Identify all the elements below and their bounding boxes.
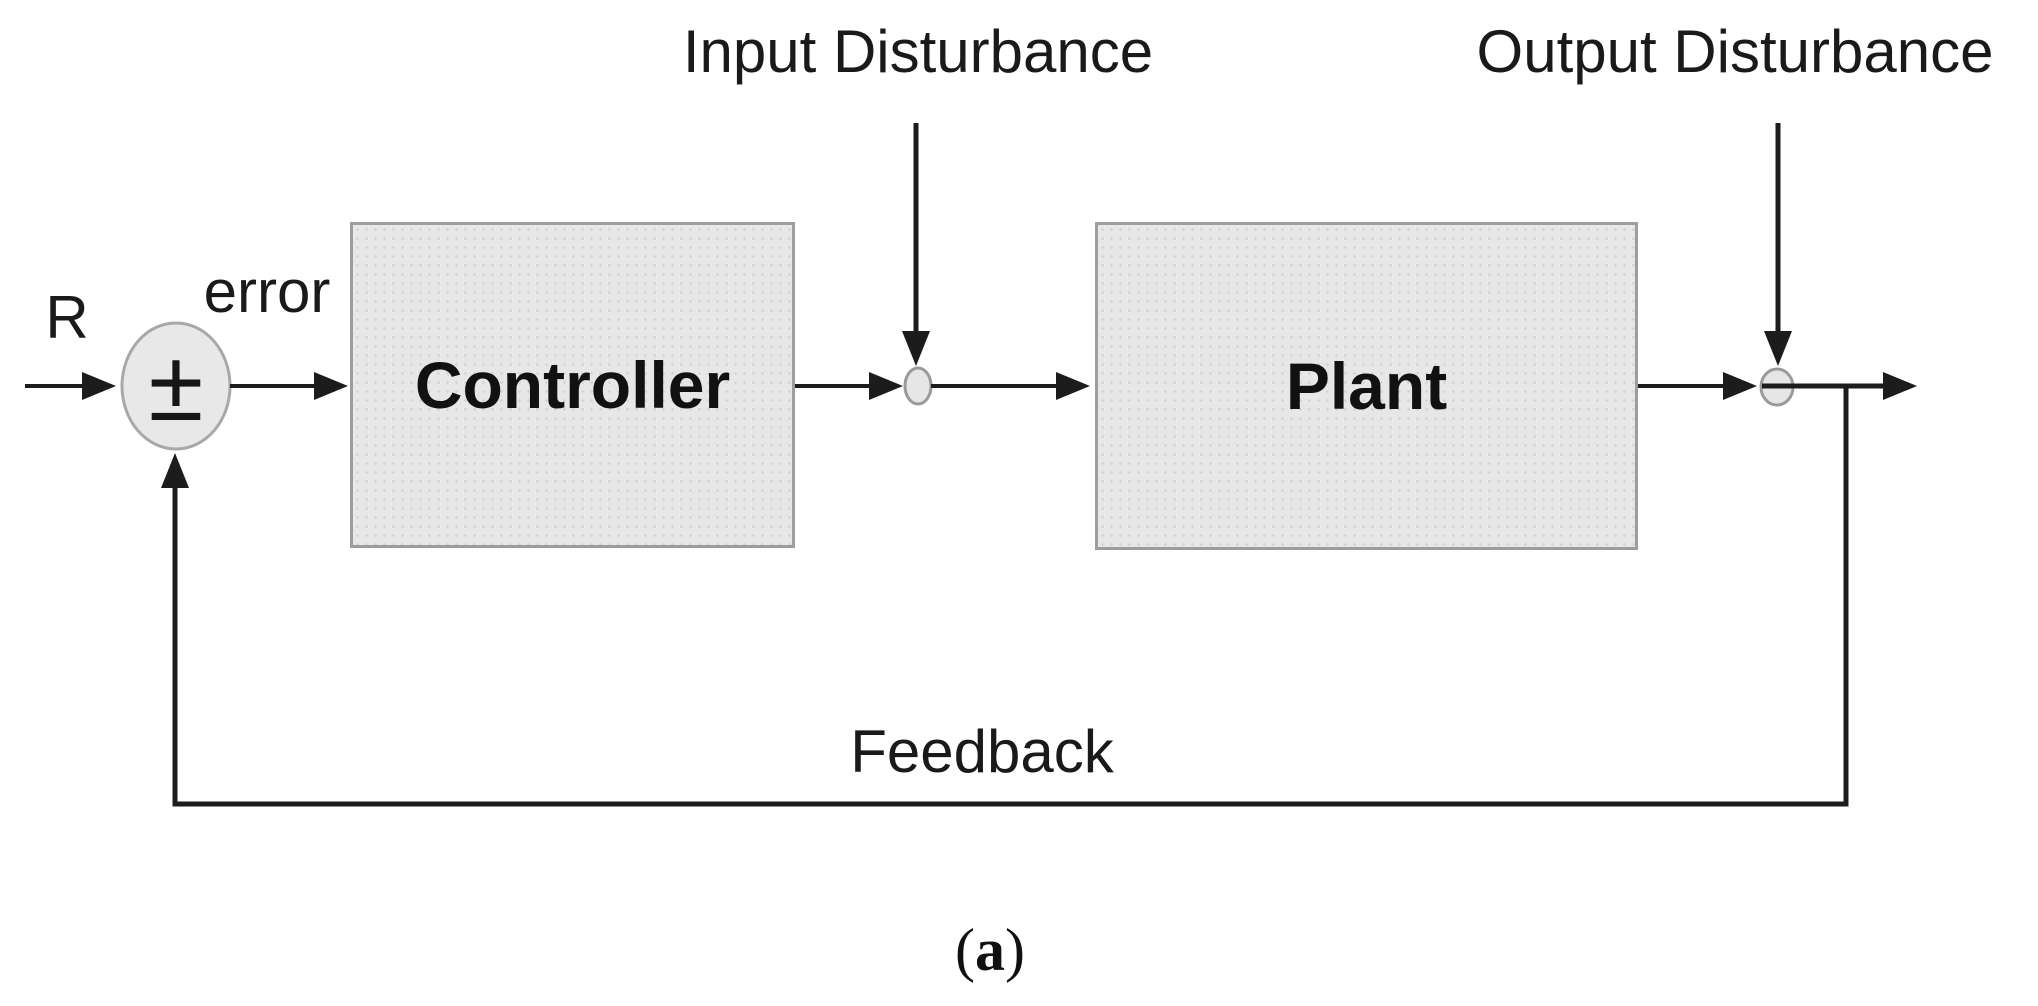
plus-minus-symbol: ± xyxy=(148,330,204,442)
caption-close-paren: ) xyxy=(1005,917,1025,983)
error-label: error xyxy=(203,258,331,325)
reference-input-arrow xyxy=(25,372,116,400)
output-disturbance-arrow xyxy=(1764,123,1792,366)
controller-block-label: Controller xyxy=(414,348,731,422)
reference-input-label: R xyxy=(45,284,89,351)
caption-open-paren: ( xyxy=(955,917,975,983)
figure-caption: (a) xyxy=(955,920,1025,980)
caption-letter: a xyxy=(975,917,1005,983)
plant-input-arrow xyxy=(931,372,1090,400)
plant-output-arrow xyxy=(1638,372,1757,400)
feedback-arrowhead xyxy=(161,453,189,488)
input-disturbance-arrow xyxy=(902,123,930,366)
error-arrow xyxy=(230,372,348,400)
feedback-label: Feedback xyxy=(850,718,1114,785)
feedback-path xyxy=(161,388,1849,807)
input-disturbance-label: Input Disturbance xyxy=(682,18,1154,85)
output-disturbance-label: Output Disturbance xyxy=(1476,18,1994,85)
controller-output-arrow xyxy=(795,372,903,400)
plant-block: Plant xyxy=(1095,222,1638,550)
plant-block-label: Plant xyxy=(1285,349,1448,423)
controller-block: Controller xyxy=(350,222,795,548)
system-output-arrow xyxy=(1762,372,1917,400)
input-disturbance-junction xyxy=(903,366,933,406)
